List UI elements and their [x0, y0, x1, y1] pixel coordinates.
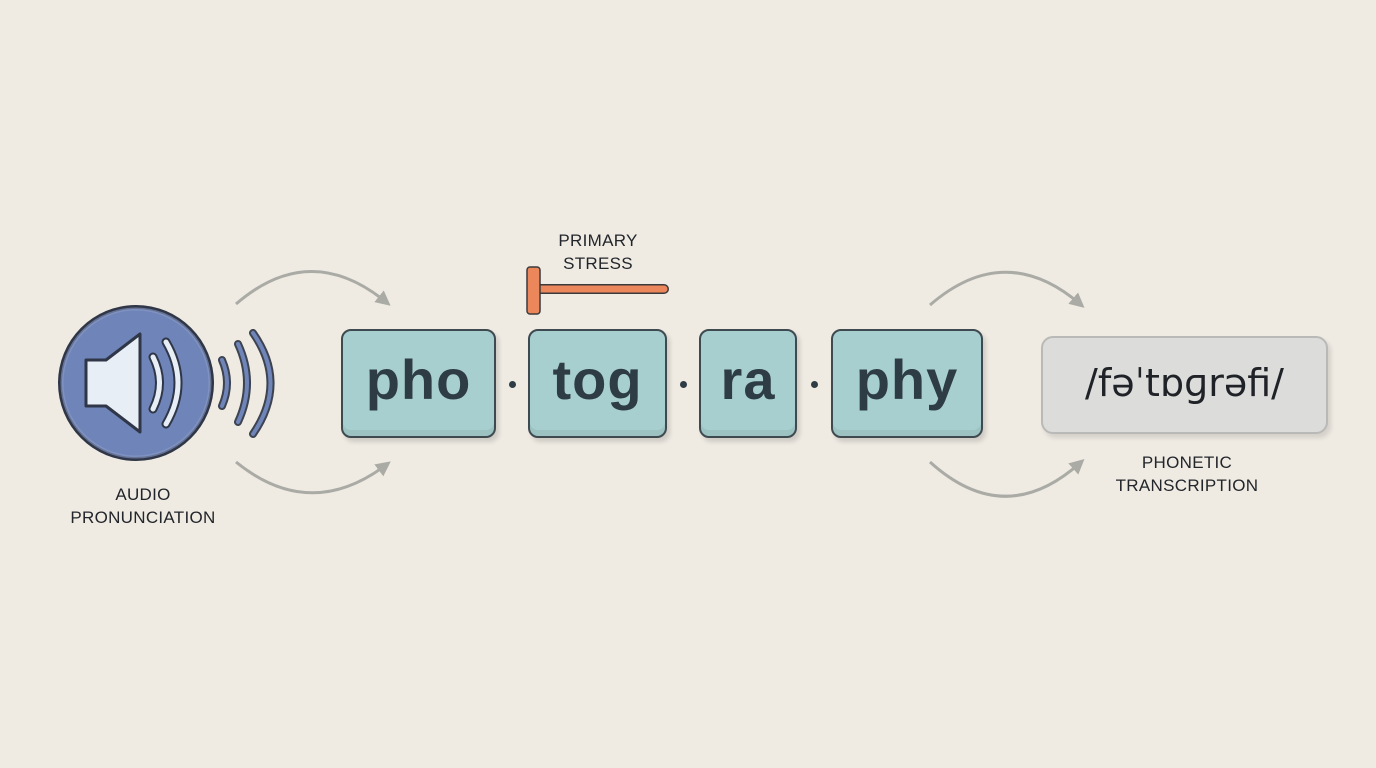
stress-caption-line2: STRESS [563, 254, 633, 273]
syllable-box-phy: phy [831, 329, 983, 438]
syllable-box-pho: pho [341, 329, 496, 438]
syllable-separator-dot [680, 381, 687, 388]
syllable-box-tog: tog [528, 329, 667, 438]
sound-waves-icon [218, 329, 275, 438]
syllable-box-ra: ra [699, 329, 797, 438]
arrow-syllables-to-transcription-bottom [928, 459, 1085, 498]
arrow-audio-to-syllables-bottom [235, 460, 391, 495]
phonetic-caption-line1: PHONETIC [1141, 453, 1233, 472]
arrow-audio-to-syllables-top [235, 270, 391, 306]
phonetic-transcription-box: /fəˈtɒɡrəfi/ [1041, 336, 1328, 434]
speaker-icon [58, 305, 214, 461]
phonetic-caption-line2: TRANSCRIPTION [1115, 476, 1259, 495]
audio-caption-line1: AUDIO [115, 485, 171, 504]
syllable-separator-dot [811, 381, 818, 388]
syllable-separator-dot [509, 381, 516, 388]
primary-stress-caption: PRIMARY STRESS [518, 229, 678, 275]
arrow-syllables-to-transcription-top [929, 270, 1085, 308]
audio-pronunciation-caption: AUDIO PRONUNCIATION [48, 483, 238, 529]
primary-stress-marker [526, 266, 669, 315]
audio-caption-line2: PRONUNCIATION [70, 508, 216, 527]
stress-caption-line1: PRIMARY [558, 231, 638, 250]
phonetic-transcription-caption: PHONETIC TRANSCRIPTION [1092, 451, 1282, 497]
